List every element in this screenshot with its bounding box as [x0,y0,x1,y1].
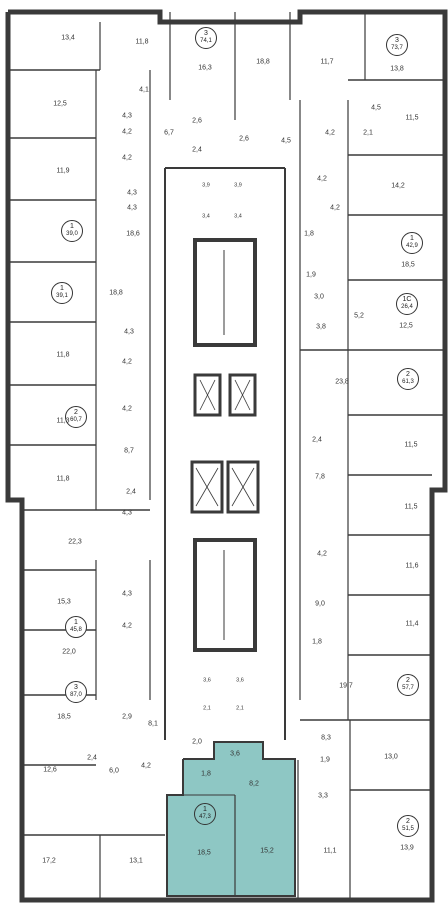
unit-badge-1c-264[interactable]: 1C 26,4 [396,293,418,315]
unit-area: 51,5 [402,826,414,832]
unit-badge-1-390[interactable]: 1 39,0 [61,220,83,242]
unit-rooms: 1 [60,285,64,292]
unit-badge-2-607[interactable]: 2 60,7 [65,406,87,428]
unit-rooms: 2 [406,371,410,378]
unit-badge-1-473-selected[interactable]: 1 47,3 [194,803,216,825]
unit-rooms: 1C [402,296,412,303]
unit-badge-2-515[interactable]: 2 51,5 [397,815,419,837]
walls [5,9,448,903]
unit-rooms: 3 [395,37,399,44]
unit-area: 39,0 [66,231,78,237]
unit-area: 73,7 [391,45,403,51]
unit-area: 39,1 [56,293,68,299]
unit-rooms: 2 [406,677,410,684]
lift-crosses [195,379,255,507]
unit-badge-2-577[interactable]: 2 57,7 [397,674,419,696]
unit-badge-3-737[interactable]: 3 73,7 [386,34,408,56]
unit-rooms: 3 [74,684,78,691]
unit-rooms: 1 [410,235,414,242]
unit-area: 57,7 [402,685,414,691]
unit-area: 45,8 [70,627,82,633]
unit-badge-1-458[interactable]: 1 45,8 [65,616,87,638]
unit-rooms: 1 [70,223,74,230]
unit-badge-2-613[interactable]: 2 61,3 [397,368,419,390]
unit-area: 42,9 [406,243,418,249]
unit-badge-1-391[interactable]: 1 39,1 [51,282,73,304]
unit-rooms: 3 [204,30,208,37]
unit-badge-3-870[interactable]: 3 87,0 [65,681,87,703]
unit-rooms: 1 [74,619,78,626]
unit-area: 26,4 [401,304,413,310]
unit-area: 87,0 [70,692,82,698]
unit-area: 47,3 [199,814,211,820]
unit-rooms: 1 [203,806,207,813]
unit-badge-3-741[interactable]: 3 74,1 [195,27,217,49]
unit-area: 60,7 [70,417,82,423]
selected-unit-fill [167,742,295,896]
unit-area: 61,3 [402,379,414,385]
unit-area: 74,1 [200,38,212,44]
unit-badge-1-429[interactable]: 1 42,9 [401,232,423,254]
unit-rooms: 2 [74,409,78,416]
unit-rooms: 2 [406,818,410,825]
